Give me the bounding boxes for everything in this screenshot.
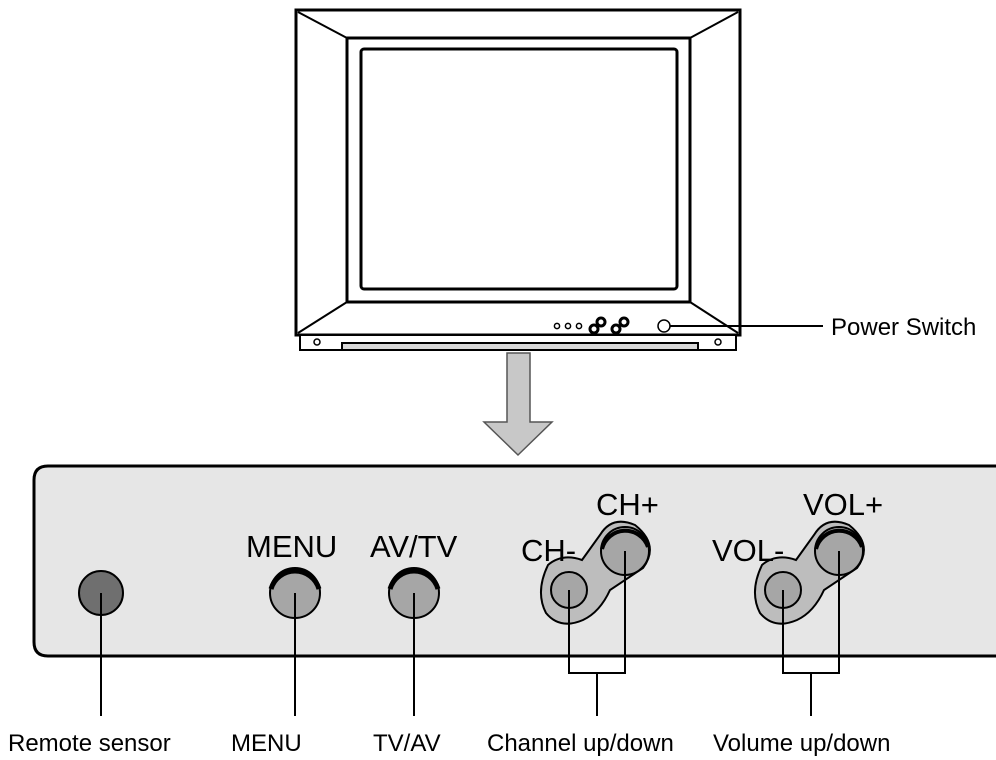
tv-screen <box>359 47 679 291</box>
remote-sensor-label: Remote sensor <box>8 730 171 757</box>
volume-label: Volume up/down <box>713 730 890 757</box>
ch-plus-label: CH+ <box>596 487 659 522</box>
tv-base-bar <box>341 342 699 351</box>
menu-bottom-label: MENU <box>231 730 302 757</box>
channel-label: Channel up/down <box>487 730 674 757</box>
tv-power-button[interactable] <box>657 319 671 333</box>
avtv-top-label: AV/TV <box>370 529 458 564</box>
mini-button <box>588 323 600 335</box>
bevel-line <box>689 301 739 334</box>
tvav-bottom-label: TV/AV <box>373 730 441 757</box>
bevel-line <box>297 11 348 39</box>
vol-plus-label: VOL+ <box>803 487 883 522</box>
bevel-line <box>297 301 348 334</box>
down-arrow <box>482 352 554 457</box>
bevel-line <box>689 11 739 39</box>
leader-lines <box>100 551 840 716</box>
base-screw <box>313 338 321 346</box>
tv-set <box>294 8 742 351</box>
mini-button <box>610 323 622 335</box>
ch-minus-label: CH- <box>521 533 576 568</box>
mini-button <box>618 316 630 328</box>
base-screw <box>714 338 722 346</box>
mini-button <box>553 322 561 330</box>
menu-top-label: MENU <box>246 529 337 564</box>
mini-button <box>595 316 607 328</box>
mini-button <box>575 322 583 330</box>
mini-button <box>564 322 572 330</box>
power-switch-label: Power Switch <box>831 314 976 341</box>
vol-minus-label: VOL- <box>712 533 784 568</box>
